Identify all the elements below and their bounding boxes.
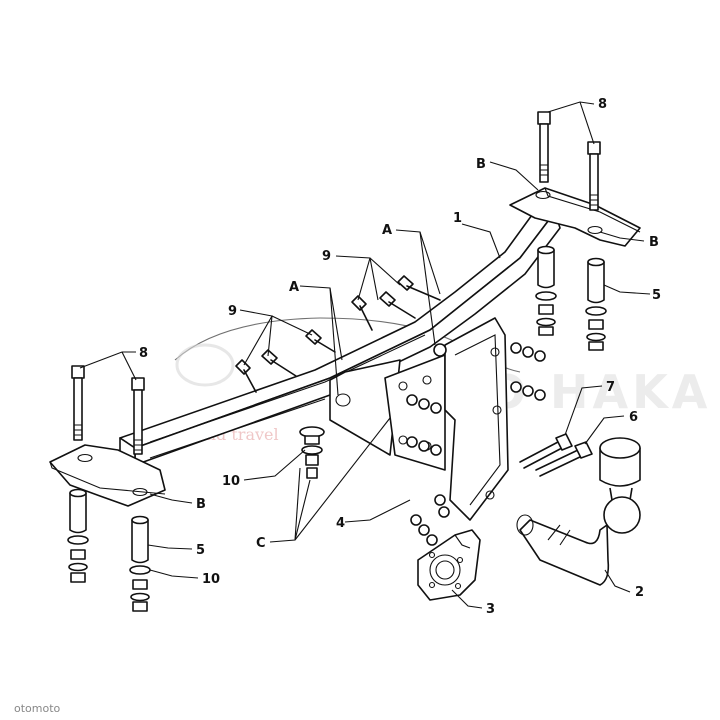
callout-4: 4	[336, 516, 345, 531]
callout-C: C	[256, 536, 266, 551]
bracket-4-front	[384, 354, 446, 471]
spacer-5-right-a	[535, 245, 557, 336]
tow-ball-2	[516, 437, 641, 586]
bracket-nut-set	[406, 342, 546, 546]
bolt-7	[519, 433, 573, 469]
right-mount-plate	[509, 187, 641, 247]
left-mount-plate	[49, 444, 166, 507]
callout-5-right: 5	[652, 288, 661, 303]
callout-3: 3	[486, 602, 495, 617]
leader-lines	[79, 101, 651, 609]
c-spacer-stack	[299, 426, 325, 479]
bolt-8-left-a	[71, 365, 85, 441]
callout-7: 7	[606, 380, 615, 395]
spacer-5-right-b	[585, 257, 607, 351]
spacer-5-left-a	[67, 488, 89, 583]
callout-2: 2	[635, 585, 644, 600]
callout-8-right: 8	[598, 97, 607, 112]
credit-watermark: otomoto	[14, 702, 61, 715]
callout-10-left: 10	[202, 572, 220, 587]
socket-plate-3	[417, 529, 481, 601]
callout-B-right: B	[649, 235, 659, 250]
bolt-9-set-upper	[351, 275, 441, 331]
bolt-8-right-a	[537, 111, 551, 183]
callout-labels: 1 2 3 4 5 5 6 7 8 8 9 9 10 10 A A B B B …	[139, 97, 661, 617]
callout-8-left: 8	[139, 346, 148, 361]
bolt-8-right-b	[587, 141, 601, 211]
callout-9-lower: 9	[228, 304, 237, 319]
callout-B-left: B	[196, 497, 206, 512]
bolt-8-left-b	[131, 377, 145, 455]
callout-9-upper: 9	[322, 249, 331, 264]
callout-5-left: 5	[196, 543, 205, 558]
callout-A-lower: A	[289, 280, 299, 295]
callout-6: 6	[629, 410, 638, 425]
callout-1: 1	[453, 211, 462, 226]
bolt-9-set-lower	[235, 329, 336, 393]
callout-A-upper: A	[382, 223, 392, 238]
bracket-4-rear	[433, 317, 509, 521]
callout-B-top: B	[476, 157, 486, 172]
spacer-5-left-b	[129, 515, 151, 612]
callout-10-center: 10	[222, 474, 240, 489]
bolt-6	[535, 441, 593, 477]
